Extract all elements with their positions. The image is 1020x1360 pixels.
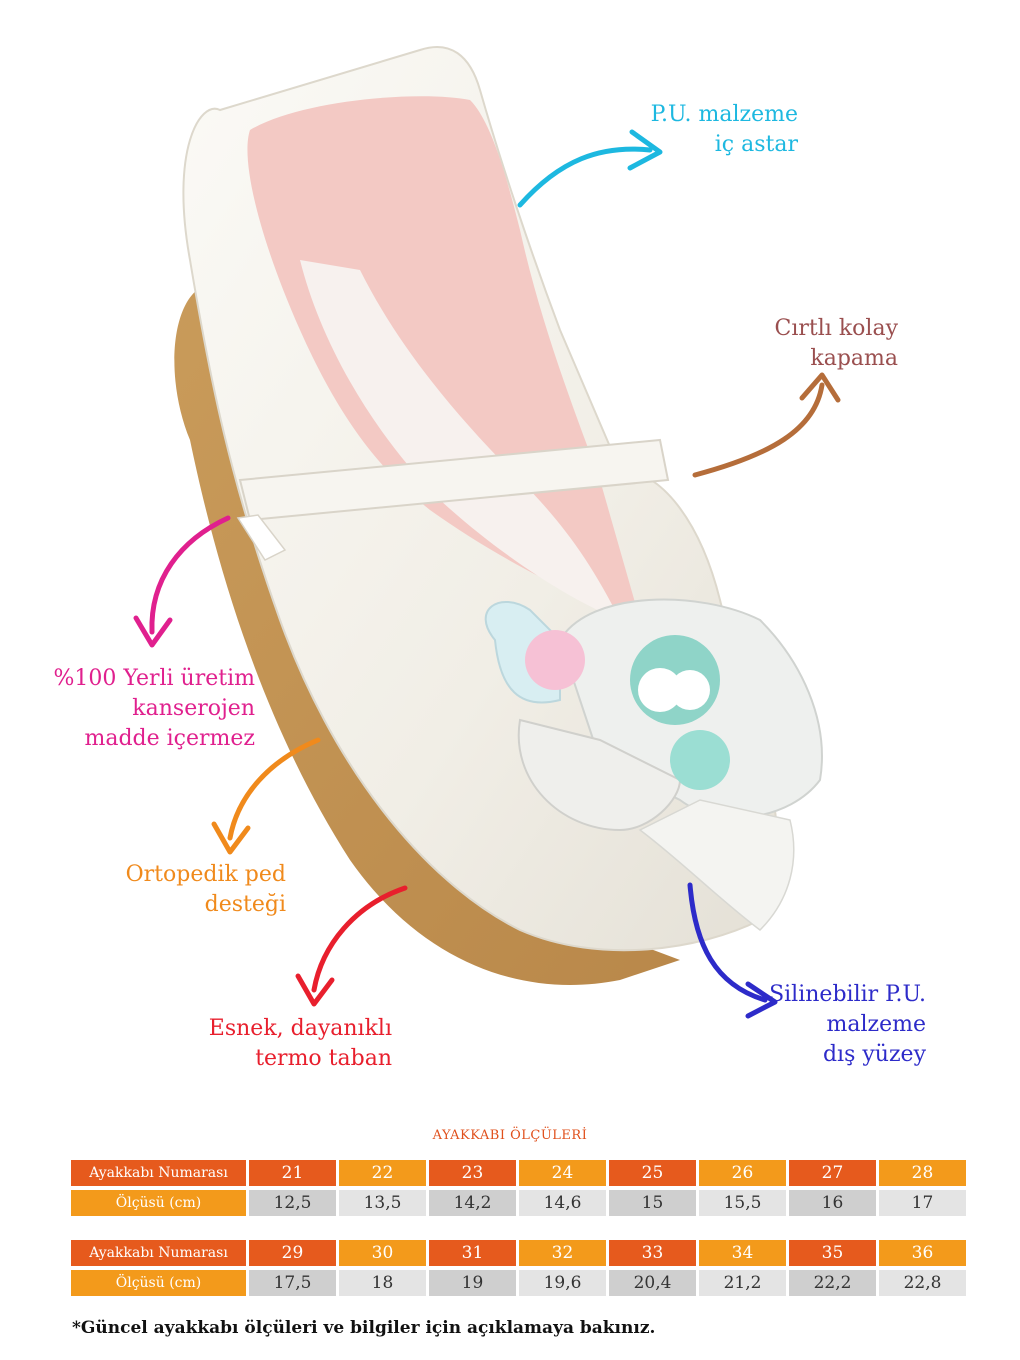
callout-pu-lining-line2: iç astar [714,132,798,157]
size-row: Ayakkabı Numarası 21 22 23 24 25 26 27 2… [71,1160,966,1186]
size-row: Ayakkabı Numarası 29 30 31 32 33 34 35 3… [71,1240,966,1266]
callout-orthopedic: Ortopedik ped desteği [80,860,286,920]
callout-velcro-line1: Cırtlı kolay [774,316,898,341]
shoe-strap [238,438,670,522]
length-cell: 17,5 [249,1270,336,1296]
size-cell: 27 [789,1160,876,1186]
length-cell: 16 [789,1190,876,1216]
length-cell: 14,2 [429,1190,516,1216]
arrow-sole [311,885,408,993]
length-cell: 14,6 [519,1190,606,1216]
callout-domestic-line1: %100 Yerli üretim [53,666,255,691]
size-cell: 22 [339,1160,426,1186]
length-cell: 22,8 [879,1270,966,1296]
size-cell: 24 [519,1160,606,1186]
callout-domestic-line3: madde içermez [84,726,255,751]
length-cell: 13,5 [339,1190,426,1216]
size-cell: 35 [789,1240,876,1266]
size-cell: 29 [249,1240,336,1266]
size-cell: 28 [879,1160,966,1186]
callout-wipeable-line3: dış yüzey [822,1042,926,1067]
callout-sole-line2: termo taban [255,1046,392,1071]
bow-ornament [484,598,823,931]
callout-pu-lining-line1: P.U. malzeme [650,102,798,127]
callout-velcro-line2: kapama [810,346,898,371]
length-cell: 19 [429,1270,516,1296]
callout-orthopedic-line2: desteği [204,892,286,917]
length-cell: 17 [879,1190,966,1216]
size-cell: 31 [429,1240,516,1266]
length-cell: 19,6 [519,1270,606,1296]
size-cell: 32 [519,1240,606,1266]
length-cell: 22,2 [789,1270,876,1296]
size-table-2: Ayakkabı Numarası 29 30 31 32 33 34 35 3… [68,1236,969,1300]
size-cell: 30 [339,1240,426,1266]
arrow-orthopedic [227,737,321,841]
size-cell: 25 [609,1160,696,1186]
size-cell: 33 [609,1240,696,1266]
size-cell: 21 [249,1160,336,1186]
size-cell: 23 [429,1160,516,1186]
callout-arrows [133,129,841,1019]
callout-wipeable-line1: Silinebilir P.U. [769,982,926,1007]
size-row-label: Ayakkabı Numarası [71,1240,246,1266]
arrow-velcro [692,382,825,478]
length-row: Ölçüsü (cm) 12,5 13,5 14,2 14,6 15 15,5 … [71,1190,966,1216]
length-cell: 15,5 [699,1190,786,1216]
arrow-pu-lining [517,146,653,208]
length-row-label: Ölçüsü (cm) [71,1190,246,1216]
size-cell: 34 [699,1240,786,1266]
size-table-1: Ayakkabı Numarası 21 22 23 24 25 26 27 2… [68,1156,969,1220]
callout-domestic: %100 Yerli üretim kanserojen madde içerm… [40,664,255,754]
callout-wipeable: Silinebilir P.U. malzeme dış yüzey [710,980,926,1070]
footnote: *Güncel ayakkabı ölçüleri ve bilgiler iç… [72,1318,656,1338]
arrow-domestic [149,515,231,635]
size-chart-title: AYAKKABI ÖLÇÜLERİ [432,1128,588,1143]
arrow-wipeable [687,882,768,1003]
callout-sole-line1: Esnek, dayanıklı [208,1016,392,1041]
length-cell: 20,4 [609,1270,696,1296]
shoe-insole [300,260,620,620]
length-cell: 12,5 [249,1190,336,1216]
size-row-label: Ayakkabı Numarası [71,1160,246,1186]
callout-wipeable-line2: malzeme [826,1012,926,1037]
size-cell: 26 [699,1160,786,1186]
callout-domestic-line2: kanserojen [132,696,255,721]
size-cell: 36 [879,1240,966,1266]
length-cell: 15 [609,1190,696,1216]
callout-orthopedic-line1: Ortopedik ped [125,862,286,887]
shoe-illustration [174,45,823,985]
length-cell: 21,2 [699,1270,786,1296]
length-cell: 18 [339,1270,426,1296]
callout-velcro: Cırtlı kolay kapama [680,314,898,374]
length-row: Ölçüsü (cm) 17,5 18 19 19,6 20,4 21,2 22… [71,1270,966,1296]
callout-sole: Esnek, dayanıklı termo taban [180,1014,392,1074]
length-row-label: Ölçüsü (cm) [71,1270,246,1296]
callout-pu-lining: P.U. malzeme iç astar [560,100,798,160]
